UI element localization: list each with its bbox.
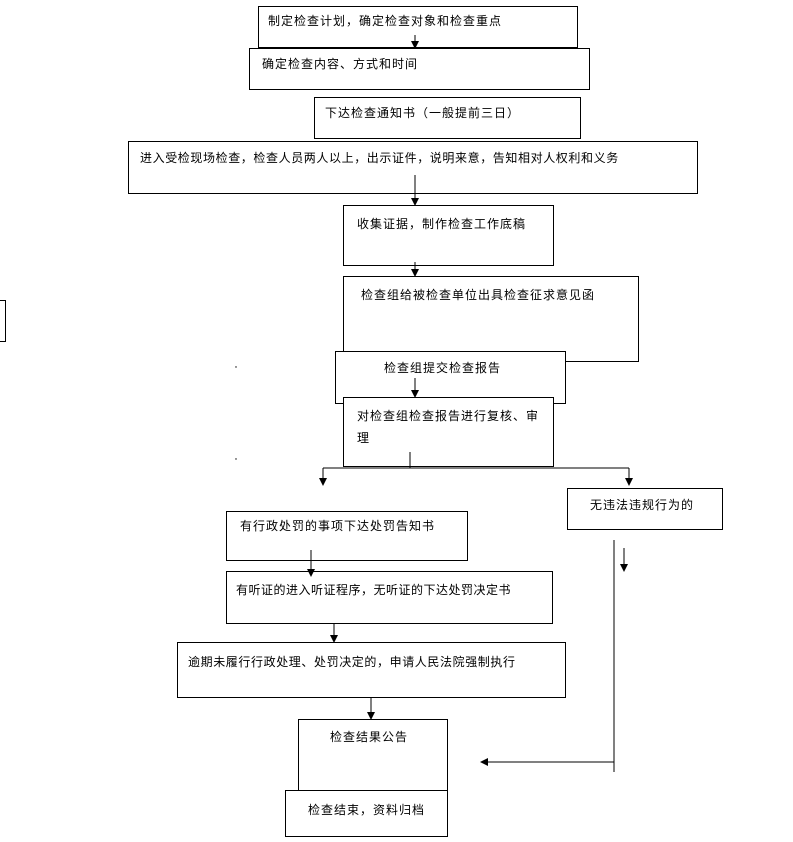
step-plan-text: 制定检查计划，确定检查对象和检查重点 (268, 14, 503, 28)
step-review-text: 对检查组检查报告进行复核、审理 (357, 409, 540, 445)
step-penalty-notice-box (226, 511, 468, 561)
stray-dot-1 (235, 366, 237, 368)
step-announce-text: 检查结果公告 (330, 730, 409, 744)
step-content-text: 确定检查内容、方式和时间 (262, 57, 419, 71)
step-hearing-box (226, 571, 553, 624)
step-report-box (335, 351, 566, 404)
step-notice-text: 下达检查通知书（一般提前三日） (325, 106, 521, 120)
step-onsite-box (128, 141, 698, 194)
left-edge-box (0, 300, 6, 342)
step-content-box (249, 48, 590, 90)
step-enforce-box (177, 642, 566, 698)
step-announce-box (298, 719, 448, 795)
step-no-violation-box (567, 488, 723, 530)
step-penalty-notice-text: 有行政处罚的事项下达处罚告知书 (240, 519, 436, 533)
step-notice-box (314, 97, 581, 139)
step-archive-box (285, 790, 448, 837)
stray-dot-2 (235, 458, 237, 460)
step-report-text: 检查组提交检查报告 (384, 361, 502, 375)
step-evidence-box (343, 205, 554, 266)
step-no-violation-text: 无违法违规行为的 (590, 498, 695, 512)
step-review-box (343, 397, 554, 467)
step-onsite-text: 进入受检现场检查，检查人员两人以上，出示证件，说明来意，告知相对人权利和义务 (140, 151, 619, 165)
step-opinion-text: 检查组给被检查单位出具检查征求意见函 (361, 288, 596, 302)
step-evidence-text: 收集证据，制作检查工作底稿 (357, 217, 527, 231)
step-opinion-box (343, 276, 639, 362)
step-enforce-text: 逾期未履行行政处理、处罚决定的，申请人民法院强制执行 (188, 655, 516, 669)
step-hearing-text: 有听证的进入听证程序，无听证的下达处罚决定书 (236, 583, 512, 597)
step-archive-text: 检查结束，资料归档 (308, 803, 426, 817)
